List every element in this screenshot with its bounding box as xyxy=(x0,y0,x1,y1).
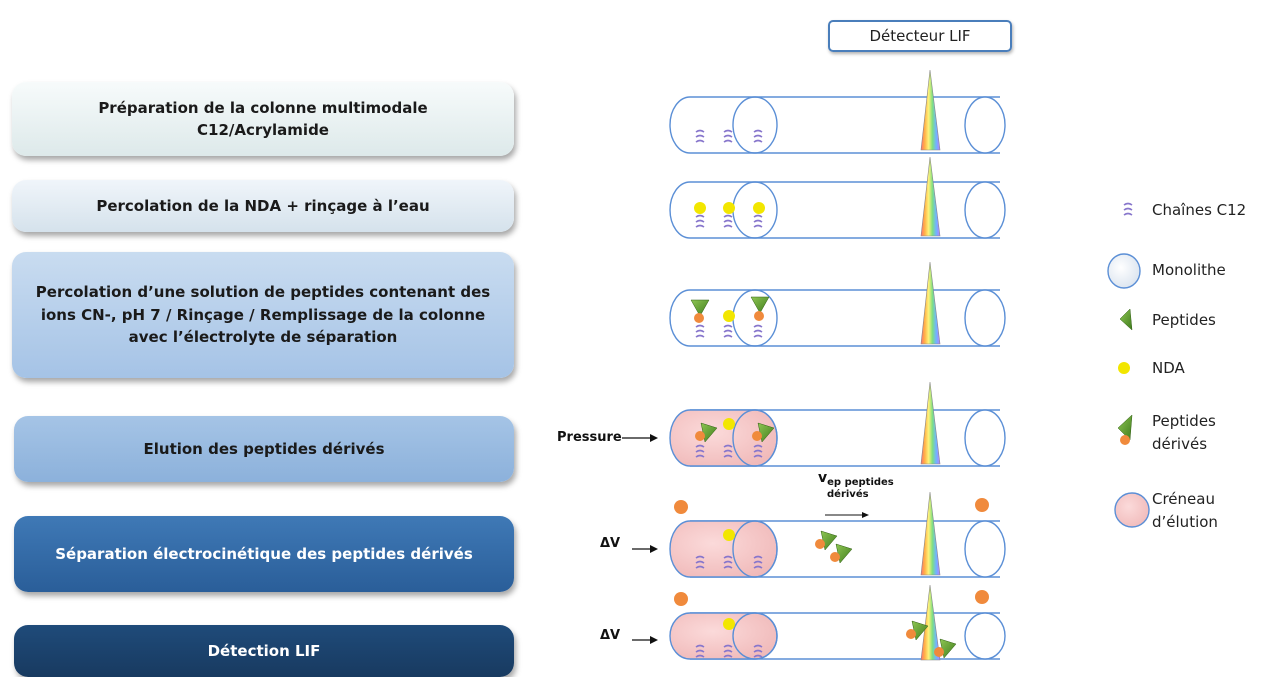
velocity-subscript: ep peptides xyxy=(827,477,894,488)
legend-label-nda: NDA xyxy=(1152,359,1185,377)
legend-label-c12-chains: Chaînes C12 xyxy=(1152,201,1247,219)
tube-4-elution xyxy=(622,381,1006,467)
step-2-nda-percolation: Percolation de la NDA + rinçage à l’eau xyxy=(12,180,514,232)
tube-1 xyxy=(669,69,1006,154)
tube-5-separation xyxy=(632,491,1006,578)
legend-icons xyxy=(1107,202,1150,528)
tube-3 xyxy=(669,261,1006,347)
step-3-peptide-percolation: Percolation d’une solution de peptides c… xyxy=(12,252,514,378)
legend-label-elution-zone: Créneau d’élution xyxy=(1152,490,1218,531)
tube-2 xyxy=(669,156,1006,239)
velocity-symbol: v xyxy=(818,470,828,486)
legend-label-derivatized-peptides: Peptides dérivés xyxy=(1152,412,1216,453)
step-4-elution: Elution des peptides dérivés xyxy=(14,416,514,482)
delta-v-label-1: ΔV xyxy=(600,536,621,551)
step-1-column-preparation: Préparation de la colonne multimodale C1… xyxy=(12,82,514,156)
velocity-subscript-line2: dérivés xyxy=(827,489,869,500)
detector-label: Détecteur LIF xyxy=(828,20,1012,52)
tube-6-detection xyxy=(632,584,1006,661)
step-5-separation: Séparation électrocinétique des peptides… xyxy=(14,516,514,592)
legend-label-monolith: Monolithe xyxy=(1152,261,1226,279)
pressure-label: Pressure xyxy=(557,430,622,445)
legend-label-peptides: Peptides xyxy=(1152,311,1216,329)
velocity-label: vep peptides xyxy=(818,470,894,488)
delta-v-label-2: ΔV xyxy=(600,628,621,643)
